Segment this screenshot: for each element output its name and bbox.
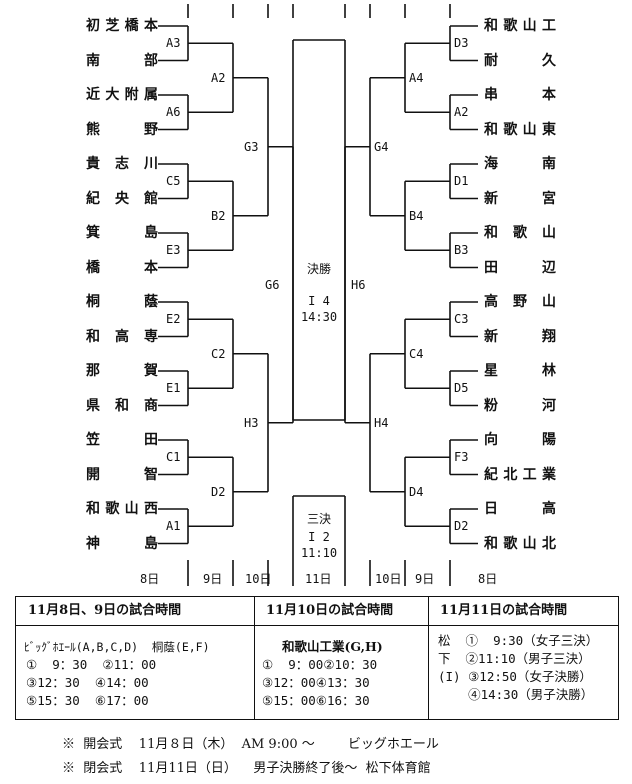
schedule-header: 11月8日、9日の試合時間 [16,597,254,626]
team-name-right: 海 南 [484,156,556,172]
team-name-right: 日 高 [484,501,556,517]
day-label: 9日 [415,572,435,586]
third-time: 11:10 [300,546,338,560]
match-label: D1 [454,174,469,189]
team-name-left: 神 島 [86,535,158,552]
match-label: D2 [454,519,469,534]
match-label: E2 [166,312,181,327]
schedule-line: ③12：00④13：30 [262,675,370,690]
match-label: C2 [211,346,226,361]
day-label: 10日 [375,572,402,586]
match-label: E1 [166,381,181,396]
day-label: 8日 [140,572,160,586]
team-name-right: 星 林 [484,363,556,379]
schedule-table: 11月8日、9日の試合時間 ﾋﾞｯｸﾞﾎｴｰﾙ(A,B,C,D) 桐蔭(E,F)… [15,596,619,720]
match-label: A6 [166,105,181,120]
team-name-right: 新 翔 [484,328,556,345]
team-name-left: 近大附属 [86,87,158,103]
closing-ceremony-note: ※ 閉会式 11月11日（日） 男子決勝終了後～ 松下体育館 [62,761,431,776]
team-name-left: 南 部 [86,52,158,69]
team-name-right: 和歌山東 [484,121,556,138]
match-label: A3 [166,36,181,51]
match-label: C4 [409,346,424,361]
schedule-line: ③12：30 ④14：00 [26,675,149,690]
schedule-col-day10: 11月10日の試合時間 和歌山工業(G,H) ① 9：00②10：30 ③12：… [254,597,429,719]
match-label: B2 [211,208,226,223]
team-name-left: 初芝橋本 [86,18,158,34]
match-label: C3 [454,312,469,327]
team-name-right: 紀北工業 [484,466,556,483]
team-name-right: 和歌山工 [484,18,556,34]
schedule-line: (I) ③12:50（女子決勝） [438,669,592,684]
schedule-line: ① 9：30 ②11：00 [26,657,157,672]
final-time: 14:30 [300,310,338,324]
match-label: A2 [211,70,226,85]
match-label: D3 [454,36,469,51]
day-label: 9日 [203,572,223,586]
team-name-right: 耐 久 [484,52,556,69]
schedule-line: 松 ① 9:30（女子三決） [438,633,599,648]
match-label: C5 [166,174,181,189]
match-label: B4 [409,208,424,223]
team-name-right: 田 辺 [484,259,556,276]
final-title: 決勝 [306,262,331,276]
schedule-line: ④14:30（男子決勝） [438,687,594,702]
match-label: F3 [454,450,469,465]
match-label: C1 [166,450,181,465]
team-name-right: 串 本 [484,87,556,103]
team-name-left: 桐 蔭 [86,294,158,310]
match-label: E3 [166,243,181,258]
third-title: 三決 [306,512,331,526]
match-label: H3 [244,415,259,430]
match-label: H6 [351,277,366,292]
match-label: B3 [454,243,469,258]
match-label: A4 [409,70,424,85]
schedule-line: ① 9：00②10：30 [262,657,378,672]
match-label: D4 [409,484,424,499]
schedule-line: ⑤15：00⑥16：30 [262,693,370,708]
match-label: D2 [211,484,226,499]
day-label: 11日 [305,572,332,586]
team-name-right: 新 宮 [484,190,556,207]
team-name-left: 箕 島 [86,225,158,241]
match-label: G3 [244,139,259,154]
match-label: A2 [454,105,469,120]
team-name-left: 紀央館 [86,190,158,207]
schedule-line: ﾋﾞｯｸﾞﾎｴｰﾙ(A,B,C,D) 桐蔭(E,F) [24,640,210,654]
schedule-line: 下 ②11:10（男子三決） [438,651,591,666]
team-name-right: 粉 河 [484,397,556,414]
final-court: I 4 [308,294,330,308]
team-name-left: 笠 田 [86,432,158,448]
schedule-line: ⑤15：30 ⑥17：00 [26,693,149,708]
schedule-col-day11: 11月11日の試合時間 松 ① 9:30（女子三決） 下 ②11:10（男子三決… [428,597,618,719]
match-label: H4 [374,415,389,430]
schedule-header: 11月10日の試合時間 [254,597,428,626]
team-name-right: 向 陽 [484,432,556,448]
schedule-line: 和歌山工業(G,H) [282,639,383,654]
match-label: G4 [374,139,389,154]
opening-ceremony-note: ※ 開会式 11月８日（木） AM 9:00 ～ ビッグホエール [62,737,439,752]
team-name-left: 貴志川 [86,156,158,172]
team-name-left: 熊 野 [86,121,158,138]
team-name-left: 那 賀 [86,363,158,379]
match-label: G6 [265,277,280,292]
day-label: 8日 [478,572,498,586]
team-name-right: 和歌山 [484,225,556,241]
match-label: A1 [166,519,181,534]
team-name-left: 和歌山西 [86,501,158,517]
team-name-left: 開 智 [86,466,158,483]
third-court: I 2 [308,530,330,544]
team-name-left: 和高専 [86,328,158,345]
team-name-left: 県和商 [86,397,158,414]
schedule-col-day8-9: 11月8日、9日の試合時間 ﾋﾞｯｸﾞﾎｴｰﾙ(A,B,C,D) 桐蔭(E,F)… [16,597,255,719]
tournament-bracket [158,4,478,586]
schedule-header: 11月11日の試合時間 [428,597,618,626]
day-label: 10日 [245,572,272,586]
match-label: D5 [454,381,469,396]
team-name-right: 高野山 [484,294,556,310]
team-name-left: 橋 本 [86,259,158,276]
team-name-right: 和歌山北 [484,535,556,552]
